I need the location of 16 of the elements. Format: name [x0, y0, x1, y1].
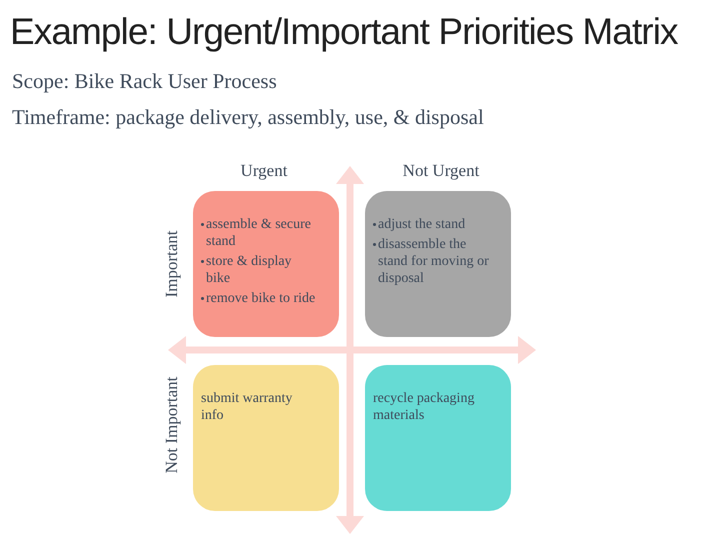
- row-header: Not Important: [161, 376, 182, 476]
- bullet-text: remove bike to ride: [206, 290, 316, 307]
- bullet-text: adjust the stand: [378, 216, 466, 233]
- quadrant-box: [193, 365, 339, 511]
- quadrant-box: [193, 191, 339, 337]
- quadrant-box: [365, 191, 511, 337]
- timeframe-text: Timeframe: package delivery, assembly, use, & disposal: [12, 106, 484, 128]
- title: Example: Urgent/Important Priorities Matrix: [10, 10, 678, 54]
- scope-text: Scope: Bike Rack User Process: [12, 70, 277, 92]
- quadrant-box: [365, 365, 511, 511]
- row-header: Important: [161, 229, 182, 300]
- quadrant-text: submit warranty info: [201, 390, 294, 424]
- column-header: Urgent: [240, 160, 288, 182]
- column-header: Not Urgent: [402, 160, 480, 182]
- bullet-text: disassemble the stand for moving or disposal: [378, 236, 489, 287]
- quadrant-text: recycle packaging materials: [373, 390, 476, 424]
